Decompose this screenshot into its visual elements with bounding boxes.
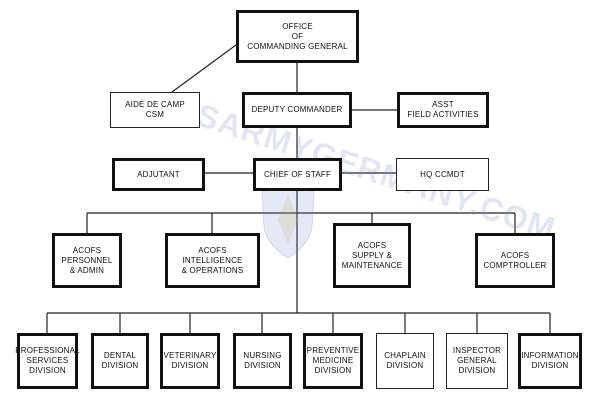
asst-field-activities-box: ASST FIELD ACTIVITIES (397, 92, 489, 128)
information-division-box: INFORMATION DIVISION (518, 333, 582, 389)
chief-of-staff-box: CHIEF OF STAFF (253, 158, 342, 191)
adjutant-box: ADJUTANT (112, 158, 205, 191)
acofs-personnel-box: ACOFS PERSONNEL & ADMIN (52, 233, 122, 288)
acofs-supply-box: ACOFS SUPPLY & MAINTENANCE (333, 223, 411, 288)
hq-comdt-box: HQ CCMDT (396, 158, 489, 191)
veterinary-division-box: VETERINARY DIVISION (160, 333, 220, 389)
nursing-division-box: NURSING DIVISION (233, 333, 292, 389)
acofs-comptroller-box: ACOFS COMPTROLLER (475, 233, 555, 288)
preventive-medicine-division-box: PREVENTIVE MEDICINE DIVISION (303, 333, 363, 389)
inspector-general-division-box: INSPECTOR GENERAL DIVISION (446, 333, 508, 389)
acofs-intelligence-box: ACOFS INTELLIGENCE & OPERATIONS (165, 233, 260, 288)
dental-division-box: DENTAL DIVISION (91, 333, 149, 389)
deputy-commander-box: DEPUTY COMMANDER (242, 92, 352, 128)
shield-crest-icon (261, 181, 315, 259)
office-commanding-general-box: OFFICE OF COMMANDING GENERAL (236, 10, 359, 63)
aide-de-camp-box: AIDE DE CAMP CSM (110, 92, 200, 128)
chaplain-division-box: CHAPLAIN DIVISION (376, 333, 434, 389)
professional-services-division-box: PROFESSIONAL SERVICES DIVISION (15, 333, 80, 389)
